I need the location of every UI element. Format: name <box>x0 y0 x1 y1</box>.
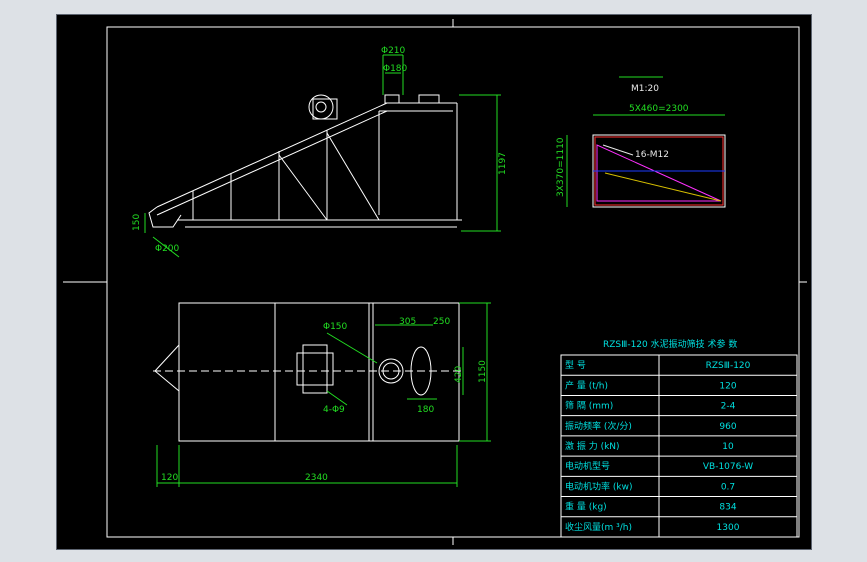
detail-dim-width: 5X460=2300 <box>629 104 689 114</box>
spec-row-value: VB-1076-W <box>703 462 753 472</box>
spec-row-value: 0.7 <box>721 482 735 492</box>
spec-row-label: 收尘风量(m ³/h) <box>565 521 632 533</box>
detail-dim-height: 3X370=1110 <box>556 137 566 197</box>
dim-250: 250 <box>433 317 450 327</box>
spec-row-label: 电动机型号 <box>565 460 610 472</box>
dim-305: 305 <box>399 317 416 327</box>
spec-table-title: RZSⅢ-120 水泥振动筛技 术参 数 <box>603 338 737 350</box>
brace-2 <box>326 132 380 221</box>
dim-4-phi9-leader <box>326 390 348 406</box>
detail-slope <box>604 172 722 202</box>
drawing-sheet[interactable]: Φ210 Φ180 1197 150 Φ200 Φ150 4-Φ9 305 25… <box>56 14 812 550</box>
dim-phi200: Φ200 <box>155 244 180 254</box>
spec-row-label: 重 量 (kg) <box>565 501 607 513</box>
screen-deck-top <box>156 102 388 208</box>
inlet-pipe <box>384 94 400 104</box>
detail-view: M1:20 5X460=2300 3X370=1110 16-M12 <box>556 76 726 208</box>
elevation-view: Φ210 Φ180 1197 150 Φ200 <box>132 46 508 258</box>
spec-row-value: RZSⅢ-120 <box>706 361 751 371</box>
dim-4-phi9: 4-Φ9 <box>323 405 345 415</box>
spec-row-label: 筛 隔 (mm) <box>565 400 613 412</box>
dim-phi180: Φ180 <box>383 64 408 74</box>
spec-row-label: 振动频率 (次/分) <box>565 420 632 432</box>
detail-bolts-leader <box>602 144 634 156</box>
spec-row-value: 2-4 <box>721 402 736 412</box>
outlet-chute <box>148 206 182 228</box>
plan-outlet <box>154 344 180 392</box>
spec-row-value: 960 <box>719 422 736 432</box>
motor-hub <box>315 101 327 113</box>
hole-phi150-inner <box>382 362 400 380</box>
dim-phi150-leader <box>326 332 378 364</box>
brace-1 <box>278 154 328 221</box>
dim-120: 120 <box>161 473 178 483</box>
detail-hopper <box>596 144 722 202</box>
detail-scale: M1:20 <box>631 84 659 94</box>
dim-1150: 1150 <box>478 360 488 383</box>
dim-1197: 1197 <box>498 152 508 175</box>
spec-table: RZSⅢ-120 水泥振动筛技 术参 数 型 号 RZSⅢ-120 产 量 (t/h… <box>560 338 798 538</box>
spec-row-label: 产 量 (t/h) <box>565 379 608 391</box>
plan-view: Φ150 4-Φ9 305 250 420 1150 180 120 2340 <box>153 302 491 487</box>
spec-row-value: 10 <box>722 442 734 452</box>
dim-2340: 2340 <box>305 473 328 483</box>
dust-outlet <box>418 94 440 104</box>
spec-row-value: 1300 <box>717 523 740 533</box>
detail-label-bolts: 16-M12 <box>635 150 669 160</box>
spec-row-value: 120 <box>719 381 736 391</box>
spec-row-label: 型 号 <box>565 360 586 371</box>
motor-housing <box>312 98 338 120</box>
motor-plan <box>302 344 328 394</box>
dim-420: 420 <box>454 366 464 383</box>
spec-row-label: 电动机功率 (kw) <box>565 480 632 492</box>
spec-table-rows: 型 号 RZSⅢ-120 产 量 (t/h) 120 筛 隔 (mm) 2-4 振动频率 (… <box>561 360 797 533</box>
motor-plan-body <box>296 352 334 386</box>
dim-150: 150 <box>132 214 142 231</box>
spec-table-border <box>560 354 798 538</box>
plan-outline <box>178 302 460 442</box>
dim-phi210: Φ210 <box>381 46 406 56</box>
screen-deck-bottom <box>156 110 388 216</box>
dust-port-plan <box>410 346 432 396</box>
hole-phi150 <box>378 358 404 384</box>
dim-phi150: Φ150 <box>323 322 348 332</box>
drawing-svg: Φ210 Φ180 1197 150 Φ200 Φ150 4-Φ9 305 25… <box>63 19 807 545</box>
dim-phi200-leader <box>152 236 180 258</box>
spec-row-value: 834 <box>719 503 736 513</box>
dim-180: 180 <box>417 405 434 415</box>
spec-row-label: 激 振 力 (kN) <box>565 440 620 452</box>
